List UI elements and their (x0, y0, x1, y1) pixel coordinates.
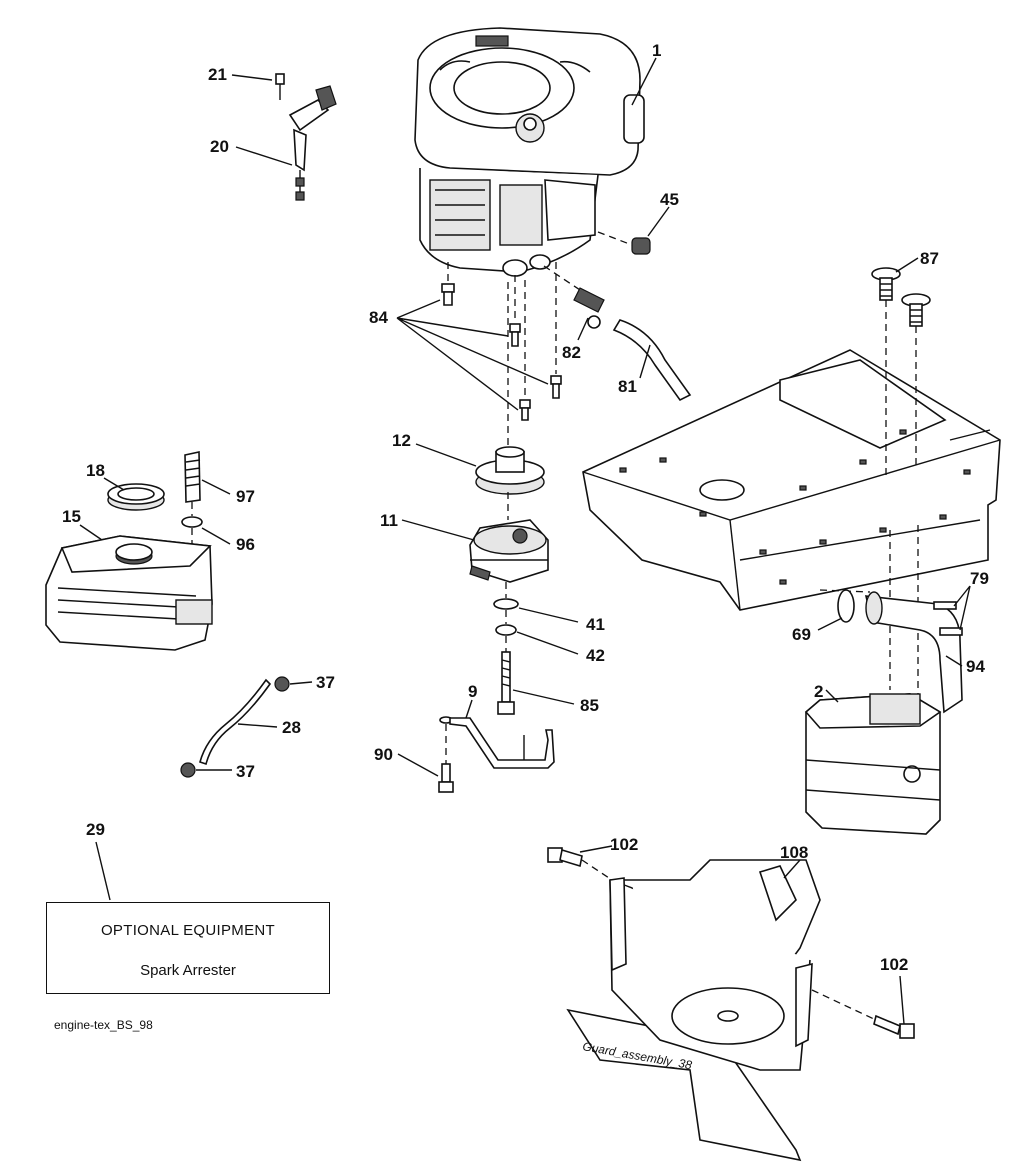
leader-90 (397, 753, 439, 777)
leader-28 (237, 723, 278, 728)
leader-15 (79, 524, 103, 541)
reference-code: engine-tex_BS_98 (54, 1018, 153, 1032)
leader-45 (647, 206, 670, 237)
throttle-control-illustration (275, 73, 337, 201)
leader-18 (103, 477, 125, 491)
callout-84: 84 (369, 308, 388, 327)
muffler-assembly-illustration (804, 525, 963, 835)
leader-2 (825, 689, 839, 703)
optional-equipment-box: OPTIONAL EQUIPMENT Spark Arrester (46, 902, 330, 994)
callout-29: 29 (86, 820, 105, 839)
callout-12: 12 (392, 431, 411, 450)
leader-79 (953, 585, 971, 631)
engine-illustration (414, 27, 645, 277)
guard-assembly-illustration (547, 847, 915, 1162)
clutch-11-illustration (469, 492, 549, 583)
optional-equipment-title: OPTIONAL EQUIPMENT (100, 922, 276, 939)
leader-41 (518, 607, 579, 623)
leader-21 (231, 74, 273, 81)
callout-21: 21 (208, 65, 227, 84)
callout-79: 79 (970, 569, 989, 588)
callout-90: 90 (374, 745, 393, 764)
leader-37a (289, 681, 313, 685)
spark-arrester-label: Spark Arrester (140, 962, 236, 979)
callout-82: 82 (562, 343, 581, 362)
leader-102b (899, 975, 905, 1025)
callout-96: 96 (236, 535, 255, 554)
leader-42 (516, 631, 579, 655)
leader-96 (201, 527, 231, 545)
fuel-fitting-illustration (543, 265, 692, 402)
callout-41: 41 (586, 615, 605, 634)
bolts-84-illustration (396, 262, 562, 421)
fuel-line-illustration (180, 676, 290, 778)
callout-94: 94 (966, 657, 985, 676)
callout-45: 45 (660, 190, 679, 209)
callout-2: 2 (814, 682, 823, 701)
callout-81: 81 (618, 377, 637, 396)
callout-42: 42 (586, 646, 605, 665)
leader-11 (401, 519, 475, 541)
leader-108 (783, 859, 801, 879)
pulley-12-illustration (475, 282, 545, 495)
leader-97 (201, 479, 231, 495)
leader-94 (945, 655, 963, 667)
callout-85: 85 (580, 696, 599, 715)
leader-102a (579, 845, 613, 853)
leader-9 (465, 699, 473, 719)
rod-9-illustration (438, 716, 555, 793)
leader-29 (95, 841, 111, 901)
callout-102-left: 102 (610, 835, 638, 854)
callout-9: 9 (468, 682, 477, 701)
callout-11: 11 (380, 511, 398, 530)
callout-37-top: 37 (316, 673, 335, 692)
fuel-tank-illustration (45, 451, 213, 651)
callout-87: 87 (920, 249, 939, 268)
callout-37-bottom: 37 (236, 762, 255, 781)
callout-28: 28 (282, 718, 301, 737)
leader-81 (639, 344, 651, 379)
callout-1: 1 (652, 41, 661, 60)
leader-12 (415, 443, 477, 467)
callout-69: 69 (792, 625, 811, 644)
callout-102-right: 102 (880, 955, 908, 974)
leader-82 (577, 317, 589, 341)
callout-15: 15 (62, 507, 81, 526)
leader-1 (631, 57, 657, 106)
callout-20: 20 (210, 137, 229, 156)
cap-45-illustration (597, 231, 651, 255)
callout-108: 108 (780, 843, 808, 862)
callout-97: 97 (236, 487, 255, 506)
knobs-87-illustration (871, 267, 931, 475)
leader-20 (235, 146, 293, 166)
callout-18: 18 (86, 461, 105, 480)
frame-plate-illustration (582, 349, 1001, 611)
leader-69 (817, 617, 843, 631)
washers-bolt-illustration (493, 582, 519, 715)
leader-87 (895, 257, 919, 273)
leader-85 (512, 689, 575, 705)
